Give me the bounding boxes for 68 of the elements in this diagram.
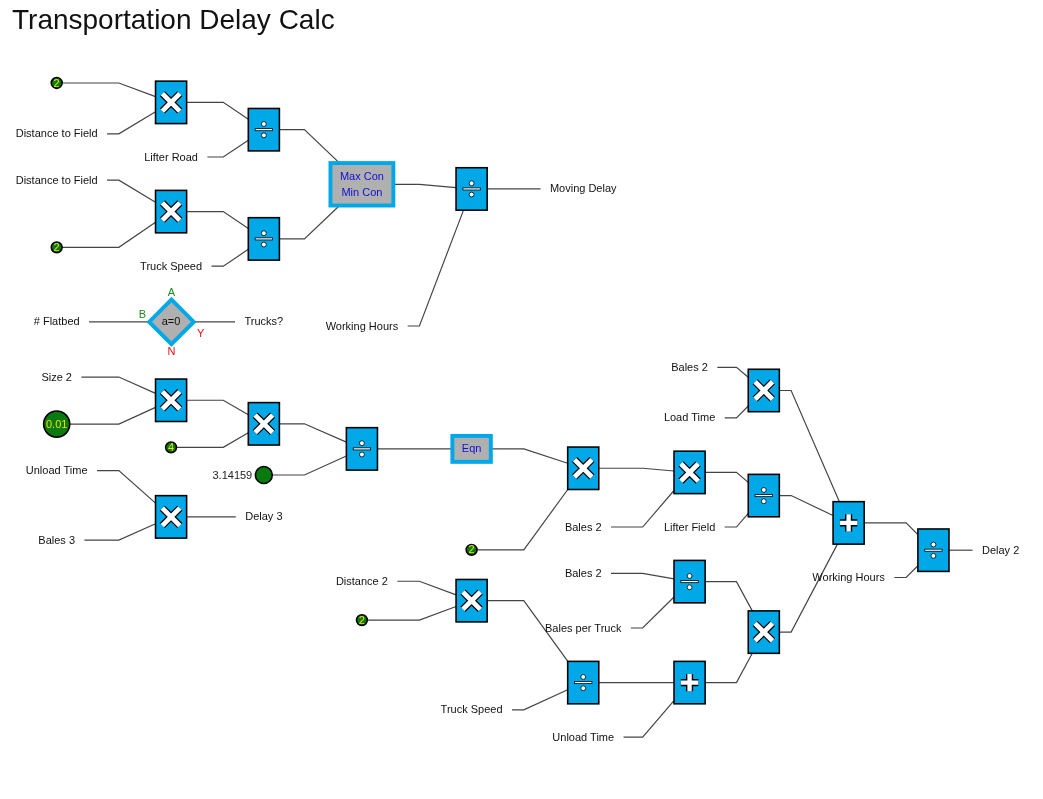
divide-block	[673, 559, 706, 604]
connector-line	[598, 467, 675, 472]
variable-label: Lifter Road	[144, 150, 198, 163]
connector-line	[186, 211, 249, 230]
divide-block	[345, 426, 379, 471]
variable-label: Lifter Field	[663, 520, 716, 533]
divide-block	[747, 473, 781, 518]
connector-line	[186, 399, 249, 416]
variable-label: # Flatbed	[33, 315, 80, 328]
variable-label: Unload Time	[25, 463, 88, 477]
variable-label: Bales per Truck	[545, 621, 622, 634]
divide-block	[455, 167, 488, 211]
constant-circle: 2	[50, 240, 63, 254]
variable-label: Bales 2	[671, 360, 708, 374]
connector-line	[630, 596, 675, 629]
variable-label: Working Hours	[325, 319, 399, 332]
function-block: Eqn	[450, 434, 493, 464]
variable-label: Load Time	[663, 411, 716, 424]
variable-label: Truck Speed	[440, 703, 503, 716]
diagram-title: Transportation Delay Calc	[12, 4, 335, 36]
variable-label: Distance to Field	[15, 173, 98, 187]
variable-label: Delay 2	[982, 543, 1020, 557]
divide-block	[247, 107, 281, 152]
constant-circle: 4	[164, 440, 178, 454]
port-label: B	[138, 308, 147, 320]
value-label: 3.14159	[212, 469, 253, 481]
variable-label: Bales 2	[564, 566, 602, 580]
connector-line	[206, 139, 249, 158]
connector-line	[948, 549, 974, 551]
port-label: A	[167, 285, 176, 298]
port-label: Y	[196, 326, 205, 339]
connector-line	[476, 488, 569, 551]
variable-label: Bales 2	[564, 520, 602, 533]
function-block: Max Con Min Con	[328, 161, 396, 208]
variable-label: Distance 2	[335, 574, 388, 588]
variable-label: Distance to Field	[15, 127, 98, 140]
constant-circle: 0.01	[42, 410, 71, 438]
constant-circle: 2	[355, 613, 369, 627]
constant-circle: 2	[465, 543, 478, 557]
variable-label: Moving Delay	[549, 182, 617, 195]
variable-label: Truck Speed	[140, 259, 203, 273]
variable-label: Delay 3	[245, 510, 283, 523]
connector-line	[186, 516, 237, 518]
connector-line	[88, 321, 150, 323]
constant-circle	[254, 465, 274, 485]
connector-line	[210, 248, 249, 267]
connector-line	[175, 432, 249, 448]
connector-line	[407, 209, 465, 327]
connector-line	[724, 512, 749, 528]
connector-line	[610, 572, 675, 580]
divide-block	[247, 216, 281, 261]
connector-line	[186, 101, 249, 120]
variable-label: Size 2	[41, 370, 72, 383]
variable-label: Bales 3	[38, 533, 76, 546]
variable-label: Unload Time	[552, 730, 615, 744]
connector-line	[366, 605, 457, 621]
connector-line	[610, 489, 675, 528]
divide-block	[566, 660, 600, 705]
port-label: N	[167, 345, 176, 358]
connector-line	[716, 366, 749, 378]
connector-line	[598, 682, 675, 684]
divide-block	[917, 528, 950, 573]
constant-circle: 2	[50, 76, 63, 90]
variable-label: Trucks?	[244, 315, 284, 328]
connector-line	[396, 580, 457, 596]
connector-line	[724, 405, 749, 419]
decision-diamond: a=0	[146, 296, 197, 347]
connector-line	[622, 700, 675, 738]
